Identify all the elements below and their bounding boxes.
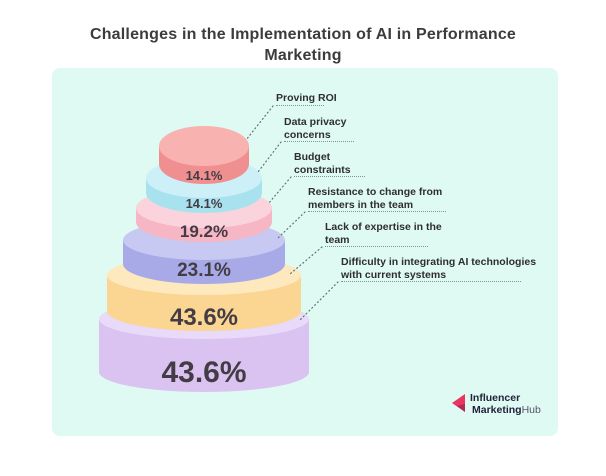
tier-label-integration-difficulty: Difficulty in integrating AI technologie… [341, 256, 537, 281]
tier-value-2: 19.2% [180, 222, 228, 241]
label-underline-2 [294, 176, 365, 177]
logo-arrow-icon [452, 394, 465, 412]
tier-value-0: 14.1% [186, 168, 223, 183]
label-underline-5 [341, 281, 521, 282]
logo-line2: MarketingHub [472, 403, 541, 417]
tier-label-budget-constraints: Budget constraints [294, 151, 351, 176]
tier-value-1: 14.1% [186, 196, 223, 211]
tier-side-5 [99, 319, 309, 392]
label-underline-4 [325, 246, 428, 247]
tier-value-4: 43.6% [170, 304, 238, 331]
label-underline-3 [308, 211, 446, 212]
tier-label-proving-roi: Proving ROI [276, 92, 337, 104]
leader-line-5 [299, 281, 339, 321]
leader-line-4 [289, 246, 323, 275]
logo-text: Influencer MarketingHub [470, 392, 541, 417]
logo-hub: Hub [521, 403, 541, 416]
logo-marketing: Marketing [472, 403, 522, 416]
logo-line1: Influencer [470, 392, 521, 404]
label-underline-1 [284, 141, 354, 142]
page-title: Challenges in the Implementation of AI i… [89, 26, 517, 64]
tier-label-data-privacy: Data privacy concerns [284, 116, 347, 141]
leader-line-2 [267, 176, 292, 205]
tier-top-0 [159, 126, 249, 166]
leader-line-0 [245, 105, 274, 141]
tier-label-resistance-to-change: Resistance to change from members in the… [308, 186, 443, 211]
tier-label-lack-of-expertise: Lack of expertise in the team [325, 221, 442, 246]
tier-value-5: 43.6% [161, 356, 246, 389]
leader-line-1 [257, 141, 282, 173]
tier-value-3: 23.1% [177, 260, 231, 281]
leader-line-3 [277, 211, 306, 239]
logo: Influencer MarketingHub [452, 392, 541, 417]
label-underline-0 [276, 105, 324, 106]
